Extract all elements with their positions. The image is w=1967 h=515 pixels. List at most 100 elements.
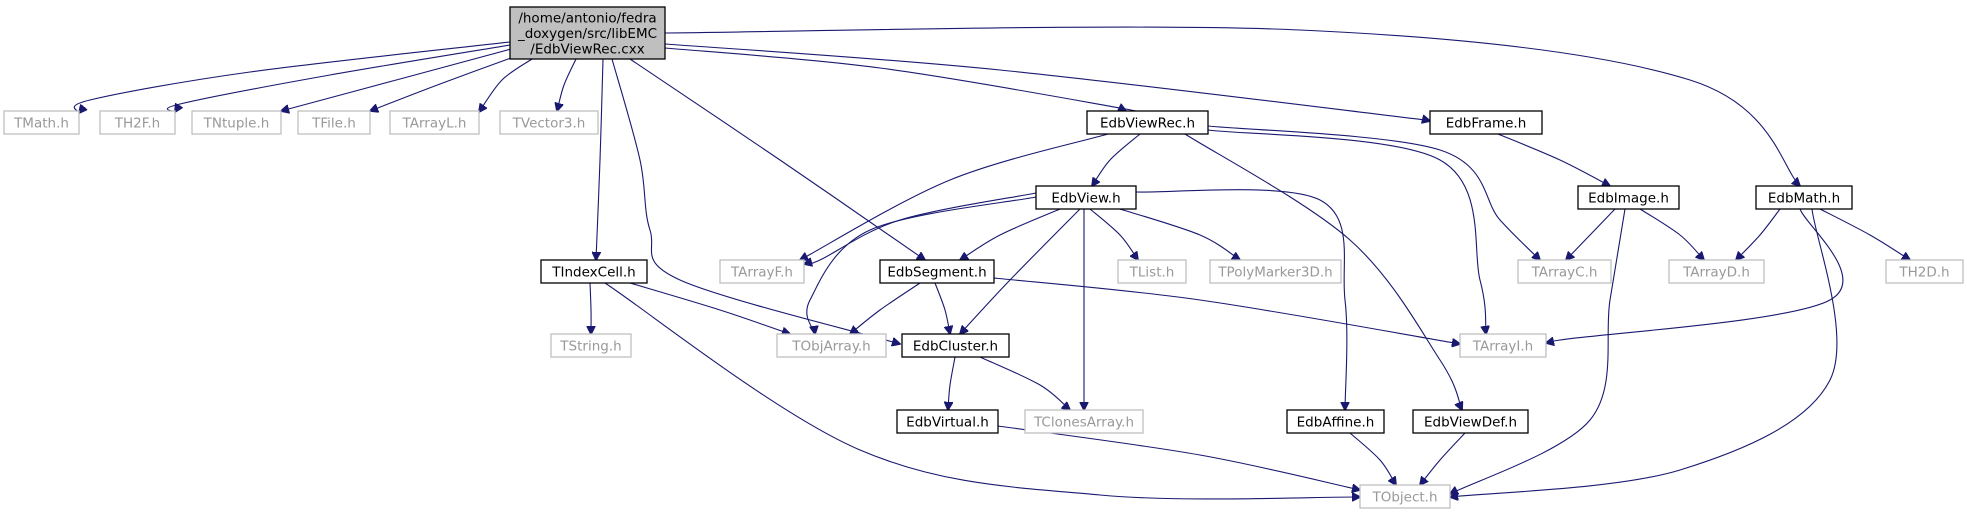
node-label: /EdbViewRec.cxx (530, 41, 644, 57)
edge-EdbView-to-EdbAffine (1135, 189, 1347, 410)
node-label: TArrayC.h (1531, 264, 1598, 280)
edge-root-to-TNtuple (281, 48, 512, 111)
node-box (719, 259, 805, 284)
node-EdbView[interactable]: EdbView.h (1035, 185, 1137, 210)
node-label: EdbAffine.h (1297, 414, 1375, 430)
node-box (776, 333, 887, 358)
node-EdbFrame[interactable]: EdbFrame.h (1429, 110, 1543, 135)
node-box (896, 409, 999, 434)
node-label: _doxygen/src/libEMC (517, 26, 657, 42)
node-box (1086, 110, 1209, 135)
node-label: TString.h (559, 338, 621, 354)
edge-EdbImage-to-TObject (1450, 208, 1626, 494)
node-EdbMath[interactable]: EdbMath.h (1755, 185, 1853, 210)
node-label: TH2F.h (114, 115, 160, 131)
edge-root-to-EdbMath (664, 26, 1800, 186)
node-TFile: TFile.h (297, 110, 371, 135)
edge-EdbCluster-to-TClonesArray (979, 356, 1070, 410)
node-EdbViewDef[interactable]: EdbViewDef.h (1412, 409, 1529, 434)
node-label: TIndexCell.h (551, 264, 636, 280)
edge-EdbAffine-to-TObject (1349, 432, 1396, 485)
edge-EdbViewRec-to-TArrayI (1207, 129, 1486, 334)
node-TVector3: TVector3.h (499, 110, 599, 135)
node-label: EdbMath.h (1768, 190, 1840, 206)
node-TArrayL: TArrayL.h (389, 110, 480, 135)
node-box (1286, 409, 1385, 434)
node-label: TClonesArray.h (1033, 414, 1134, 430)
node-TH2D: TH2D.h (1885, 259, 1964, 284)
dependency-edges (73, 26, 1910, 499)
edge-EdbViewRec-to-EdbView (1092, 133, 1141, 186)
node-label: TArrayI.h (1472, 338, 1533, 354)
edge-root-to-EdbSegment (629, 58, 925, 260)
node-EdbViewRec[interactable]: EdbViewRec.h (1086, 110, 1209, 135)
node-TArrayC: TArrayC.h (1517, 259, 1612, 284)
node-box (3, 110, 80, 135)
edge-EdbSegment-to-TObjArray (850, 282, 921, 334)
edge-EdbFrame-to-EdbImage (1497, 133, 1610, 186)
node-TIndexCell[interactable]: TIndexCell.h (540, 259, 648, 284)
node-box (540, 259, 648, 284)
node-TObjArray: TObjArray.h (776, 333, 887, 358)
node-box (1035, 185, 1137, 210)
node-EdbVirtual[interactable]: EdbVirtual.h (896, 409, 999, 434)
node-label: EdbViewRec.h (1100, 115, 1195, 131)
node-box (550, 333, 632, 358)
node-box (1024, 409, 1144, 434)
node-EdbImage[interactable]: EdbImage.h (1577, 185, 1680, 210)
node-label: TArrayD.h (1682, 264, 1750, 280)
node-TObject: TObject.h (1359, 484, 1451, 509)
edge-EdbView-to-TObjArray (806, 196, 1037, 334)
edge-root-to-TIndexCell (596, 58, 604, 260)
node-label: TArrayL.h (402, 115, 467, 131)
node-EdbCluster[interactable]: EdbCluster.h (901, 333, 1010, 358)
node-label: TArrayF.h (730, 264, 793, 280)
node-TArrayD: TArrayD.h (1668, 259, 1765, 284)
edge-root-to-TFile (370, 53, 523, 111)
node-box (1412, 409, 1529, 434)
node-box (879, 259, 995, 284)
edge-EdbSegment-to-TArrayI (993, 277, 1460, 344)
edge-EdbMath-to-TArrayD (1736, 208, 1781, 260)
node-box (1117, 259, 1187, 284)
node-box (1359, 484, 1451, 509)
node-label: TFile.h (311, 115, 356, 131)
node-root[interactable]: /home/antonio/fedra_doxygen/src/libEMC/E… (509, 6, 666, 60)
node-box (389, 110, 480, 135)
edge-root-to-TH2F (166, 44, 511, 112)
node-box (1517, 259, 1612, 284)
node-label: EdbView.h (1051, 190, 1120, 206)
node-label: TObjArray.h (791, 338, 870, 354)
node-label: EdbFrame.h (1446, 115, 1527, 131)
node-label: EdbViewDef.h (1424, 414, 1517, 430)
edge-EdbViewDef-to-TObject (1420, 432, 1466, 485)
node-TH2F: TH2F.h (99, 110, 176, 135)
node-label: TMath.h (13, 115, 69, 131)
edge-EdbCluster-to-EdbVirtual (948, 356, 956, 410)
edge-EdbMath-to-TObject (1450, 208, 1838, 497)
node-box (1429, 110, 1543, 135)
node-label: TList.h (1129, 264, 1175, 280)
edge-EdbViewRec-to-EdbViewDef (1184, 133, 1462, 410)
edge-EdbView-to-EdbSegment (960, 208, 1061, 260)
edge-root-to-TArrayL (479, 58, 533, 112)
node-TString: TString.h (550, 333, 632, 358)
node-label: EdbCluster.h (913, 338, 998, 354)
node-EdbAffine[interactable]: EdbAffine.h (1286, 409, 1385, 434)
node-label: TObject.h (1371, 489, 1437, 505)
node-label: TH2D.h (1898, 264, 1949, 280)
node-label: TPolyMarker3D.h (1217, 264, 1332, 280)
node-TPolyMarker3D: TPolyMarker3D.h (1209, 259, 1342, 284)
edge-EdbImage-to-TArrayC (1566, 208, 1616, 260)
edge-root-to-TVector3 (557, 58, 577, 111)
edge-root-to-EdbFrame (664, 43, 1459, 125)
edge-EdbMath-to-TH2D (1819, 208, 1910, 260)
node-EdbSegment[interactable]: EdbSegment.h (879, 259, 995, 284)
node-TArrayI: TArrayI.h (1459, 333, 1547, 358)
edge-EdbView-to-TPolyMarker3D (1119, 208, 1240, 260)
edge-EdbVirtual-to-TObject (997, 425, 1360, 490)
node-TMath: TMath.h (3, 110, 80, 135)
edge-EdbView-to-TArrayF (804, 192, 1037, 264)
node-TArrayF: TArrayF.h (719, 259, 805, 284)
